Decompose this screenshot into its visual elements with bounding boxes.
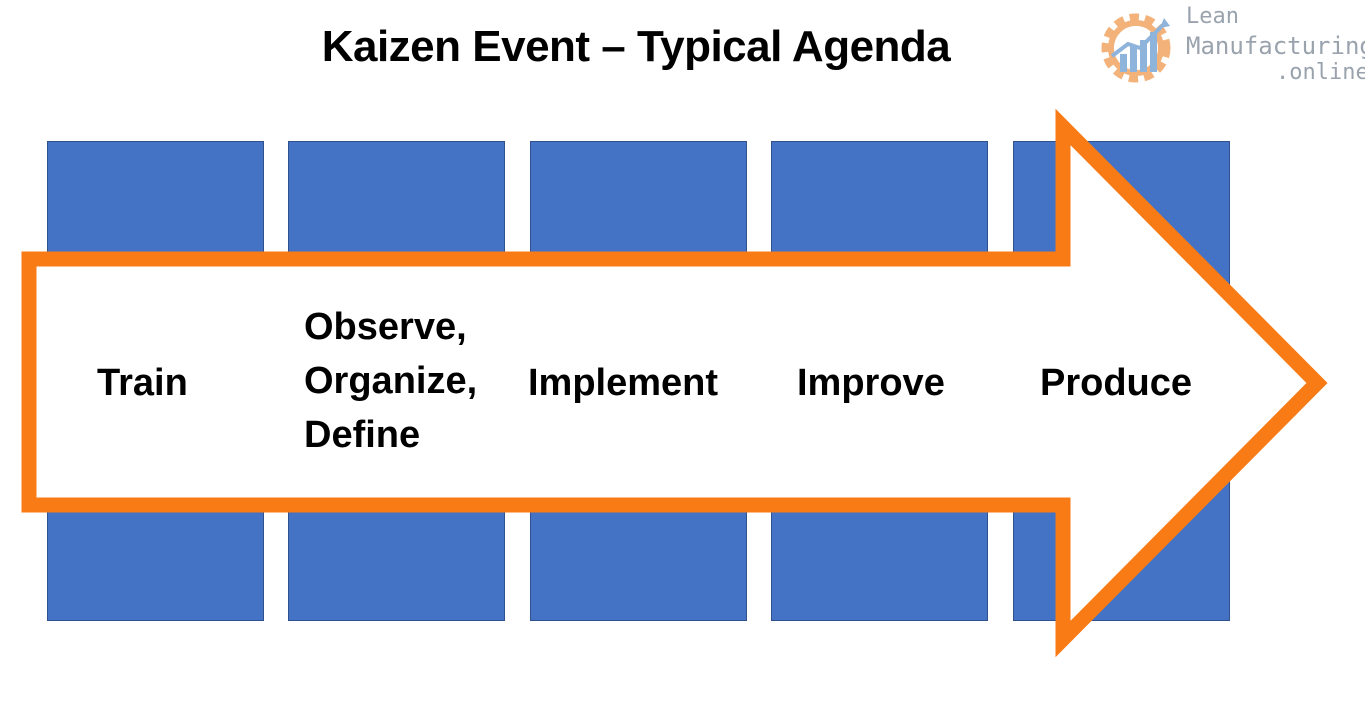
stage-label-train: Train [97, 362, 188, 404]
brand-logo: Lean Manufacturing .online [1090, 4, 1365, 90]
gear-chart-icon [1101, 13, 1171, 83]
page-title: Kaizen Event – Typical Agenda [321, 22, 951, 71]
stage-label-improve: Improve [797, 362, 945, 404]
logo-text-line3: .online [1276, 60, 1365, 85]
stage-label-produce: Produce [1040, 362, 1193, 404]
logo-text-line1: Lean [1186, 4, 1239, 29]
logo-text-line2: Manufacturing [1186, 32, 1365, 60]
process-arrow-shape [21, 108, 1328, 658]
stage-label-implement: Implement [528, 362, 719, 404]
stage-label-observe: Observe, Organize, Define [304, 306, 478, 456]
